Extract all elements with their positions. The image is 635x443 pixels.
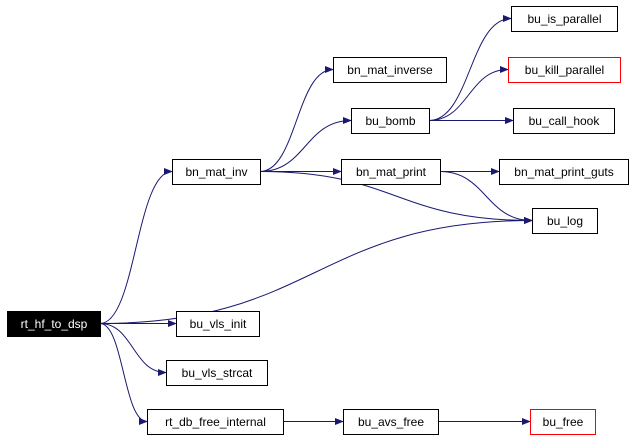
node-box-bu_bomb[interactable]	[351, 108, 430, 134]
node-rt_db_free_internal[interactable]: rt_db_free_internal	[147, 409, 284, 435]
node-bu_is_parallel[interactable]: bu_is_parallel	[511, 6, 618, 32]
node-bu_avs_free[interactable]: bu_avs_free	[343, 409, 439, 435]
node-box-bn_mat_print_guts[interactable]	[499, 159, 629, 185]
node-label-bu_vls_strcat: bu_vls_strcat	[182, 366, 253, 380]
node-box-bu_is_parallel[interactable]	[511, 6, 618, 32]
node-label-bu_free: bu_free	[543, 415, 584, 429]
edge-rt_hf_to_dsp-to-bn_mat_inv	[99, 167, 173, 324]
node-bn_mat_inv[interactable]: bn_mat_inv	[172, 159, 261, 185]
node-bu_vls_strcat[interactable]: bu_vls_strcat	[166, 360, 268, 386]
edge-rt_hf_to_dsp-to-bu_log	[99, 216, 533, 324]
node-box-bu_free[interactable]	[530, 409, 596, 435]
node-label-bu_avs_free: bu_avs_free	[358, 415, 424, 429]
node-bn_mat_inverse[interactable]: bn_mat_inverse	[333, 57, 447, 83]
node-label-rt_hf_to_dsp: rt_hf_to_dsp	[21, 317, 88, 331]
node-rt_hf_to_dsp[interactable]: rt_hf_to_dsp	[7, 311, 101, 337]
node-box-bu_kill_parallel[interactable]	[508, 57, 621, 83]
node-label-bn_mat_print_guts: bn_mat_print_guts	[514, 165, 613, 179]
node-bu_free[interactable]: bu_free	[530, 409, 596, 435]
node-bu_kill_parallel[interactable]: bu_kill_parallel	[508, 57, 621, 83]
node-bu_call_hook[interactable]: bu_call_hook	[513, 108, 615, 134]
node-label-bu_kill_parallel: bu_kill_parallel	[525, 63, 604, 77]
node-box-bu_avs_free[interactable]	[343, 409, 439, 435]
node-label-rt_db_free_internal: rt_db_free_internal	[165, 415, 266, 429]
edges-layer	[99, 14, 533, 426]
edge-rt_hf_to_dsp-to-rt_db_free_internal	[99, 323, 148, 426]
node-box-bn_mat_inv[interactable]	[172, 159, 261, 185]
node-label-bu_is_parallel: bu_is_parallel	[527, 12, 601, 26]
node-label-bu_call_hook: bu_call_hook	[529, 114, 601, 128]
nodes-layer: rt_hf_to_dsp bn_mat_inv bu_vls_init bu_vls_…	[7, 6, 629, 435]
edge-bn_mat_inv-to-bn_mat_inverse	[259, 65, 334, 172]
edge-bu_bomb-to-bu_is_parallel	[428, 14, 512, 121]
node-bu_log[interactable]: bu_log	[532, 208, 598, 234]
edge-bn_mat_print-to-bu_log	[439, 171, 533, 225]
node-box-bu_call_hook[interactable]	[513, 108, 615, 134]
node-box-rt_db_free_internal[interactable]	[147, 409, 284, 435]
edge-bn_mat_inv-to-bu_bomb	[259, 116, 352, 172]
node-label-bu_bomb: bu_bomb	[365, 114, 415, 128]
node-bu_vls_init[interactable]: bu_vls_init	[176, 311, 260, 337]
edge-rt_hf_to_dsp-to-bu_vls_strcat	[99, 323, 167, 377]
node-box-bn_mat_inverse[interactable]	[333, 57, 447, 83]
node-box-bu_log[interactable]	[532, 208, 598, 234]
edge-bn_mat_inv-to-bu_log	[259, 171, 533, 225]
node-box-bn_mat_print[interactable]	[341, 159, 441, 185]
node-box-rt_hf_to_dsp[interactable]	[7, 311, 101, 337]
node-label-bu_log: bu_log	[547, 214, 583, 228]
node-bn_mat_print[interactable]: bn_mat_print	[341, 159, 441, 185]
node-box-bu_vls_init[interactable]	[176, 311, 260, 337]
node-label-bn_mat_inverse: bn_mat_inverse	[347, 63, 433, 77]
edge-bu_bomb-to-bu_kill_parallel	[428, 65, 509, 121]
node-bn_mat_print_guts[interactable]: bn_mat_print_guts	[499, 159, 629, 185]
node-label-bu_vls_init: bu_vls_init	[190, 317, 247, 331]
node-bu_bomb[interactable]: bu_bomb	[351, 108, 430, 134]
node-label-bn_mat_print: bn_mat_print	[356, 165, 427, 179]
node-box-bu_vls_strcat[interactable]	[166, 360, 268, 386]
node-label-bn_mat_inv: bn_mat_inv	[185, 165, 247, 179]
